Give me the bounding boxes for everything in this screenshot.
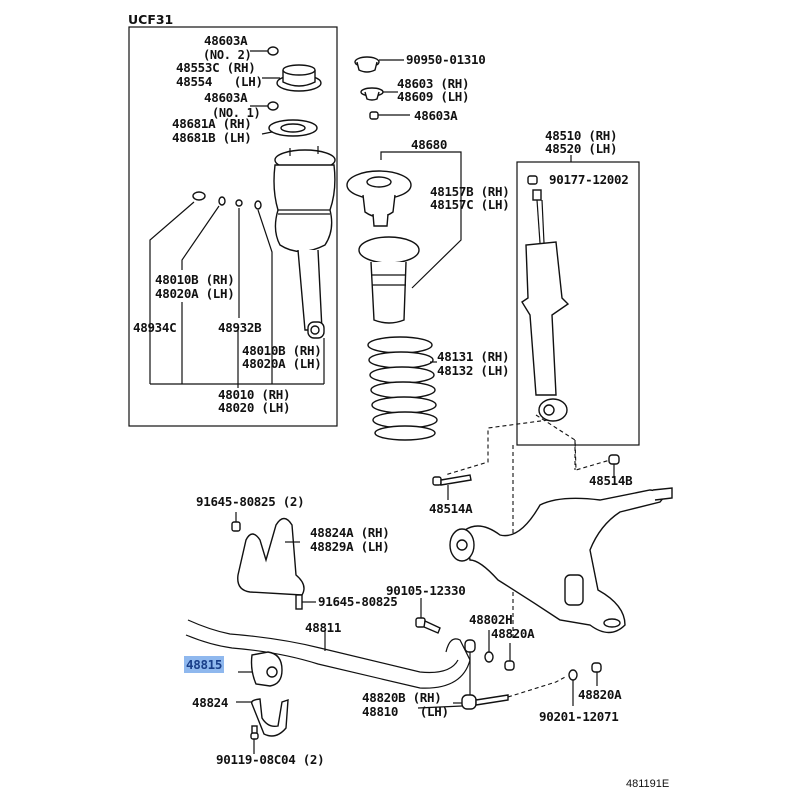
bolt-90105-icon [415,598,441,634]
part-label-48820b[interactable]: 48820B (RH) [362,690,442,705]
nut-48603a-no1-icon [250,101,279,111]
part-label-90201-12071[interactable]: 90201-12071 [539,709,619,724]
bracket-48824-icon [236,698,289,737]
nut-48603a-right-icon [369,111,410,120]
part-label-90950-01310[interactable]: 90950-01310 [406,52,486,67]
part-label-48609[interactable]: 48609 (LH) [397,89,470,104]
bolt-91645-icon [295,594,316,610]
part-label-91645-80825-x2[interactable]: 91645-80825 (2) [196,494,305,509]
part-label-48510[interactable]: 48510 (RH) [545,128,618,143]
washer-48802h-icon [484,630,494,663]
nut-48820a-upper-icon [504,643,515,671]
part-note-no2: (NO. 2) [203,48,252,62]
bump-stopper-icon [358,236,420,324]
part-label-48932b[interactable]: 48932B [218,320,262,335]
nut-48820a-lower-icon [591,662,602,686]
part-label-48802h[interactable]: 48802H [469,612,513,627]
cap-90950-icon [354,56,404,73]
lower-control-arm-icon [449,487,673,634]
stabilizer-link-icon [461,639,509,710]
shock-absorber-group-box [516,161,640,446]
part-label-48520[interactable]: 48520 (LH) [545,141,618,156]
part-label-48934c[interactable]: 48934C [133,320,177,335]
shock-absorber-icon [521,189,570,422]
part-label-48815[interactable]: 48815 [184,656,225,673]
part-label-48020a-upper[interactable]: 48020A (LH) [155,286,235,301]
part-label-48681b[interactable]: 48681B (LH) [172,130,252,145]
part-label-48010b-upper[interactable]: 48010B (RH) [155,272,235,287]
part-label-90105-12330[interactable]: 90105-12330 [386,583,466,598]
highlighted-part-48815[interactable]: 48815 [184,656,225,673]
part-label-90177-12002[interactable]: 90177-12002 [549,172,629,187]
part-label-48514b[interactable]: 48514B [589,473,633,488]
upper-support-icon [262,64,322,92]
model-code: UCF31 [128,12,174,27]
bolt-91645-2-icon [231,512,241,532]
plate-48681-icon [261,119,318,137]
upper-mount-48680-icon [346,170,412,227]
part-label-48603a-no2[interactable]: 48603A [204,33,248,48]
part-label-48157b[interactable]: 48157B (RH) [430,184,510,199]
part-label-48157c[interactable]: 48157C (LH) [430,197,510,212]
bolt-90119-icon [250,725,259,754]
part-label-48131[interactable]: 48131 (RH) [437,349,510,364]
part-label-48680[interactable]: 48680 [411,137,448,152]
bushing-48815-icon [238,651,283,687]
part-label-48603a-no1[interactable]: 48603A [204,90,248,105]
part-label-48010[interactable]: 48010 (RH) [218,387,291,402]
nut-90177-icon [527,175,538,185]
air-spring-group-box [128,26,338,427]
part-label-91645-80825[interactable]: 91645-80825 [318,594,398,609]
part-label-48811[interactable]: 48811 [305,620,342,635]
part-label-48829a[interactable]: 48829A (LH) [310,539,390,554]
part-label-48820a-lower[interactable]: 48820A [578,687,622,702]
bolt-48514a-icon [432,474,472,500]
part-label-48824a[interactable]: 48824A (RH) [310,525,390,540]
part-label-48820a-upper[interactable]: 48820A [491,626,535,641]
part-label-48553c[interactable]: 48553C (RH) [176,60,256,75]
part-label-48020a-lower[interactable]: 48020A (LH) [242,356,322,371]
part-label-48681a[interactable]: 48681A (RH) [172,116,252,131]
part-label-90119-08c04-x2[interactable]: 90119-08C04 (2) [216,752,325,767]
small-seals-icon [192,191,262,210]
nut-48603a-no2-icon [250,46,279,56]
part-label-48132[interactable]: 48132 (LH) [437,363,510,378]
part-label-48603[interactable]: 48603 (RH) [397,76,470,91]
illustration-code: 481191E [626,778,670,790]
part-label-48603a-right[interactable]: 48603A [414,108,458,123]
part-label-48514a[interactable]: 48514A [429,501,473,516]
coil-spring-icon [367,336,438,441]
bracket-48824a-icon [237,517,305,596]
part-label-48010b-lower[interactable]: 48010B (RH) [242,343,322,358]
part-label-48824[interactable]: 48824 [192,695,229,710]
cap-48603-icon [360,87,398,101]
part-note-no1: (NO. 1) [212,106,261,120]
washer-90201-icon [568,669,578,706]
part-label-48020[interactable]: 48020 (LH) [218,400,291,415]
stabilizer-bar-icon [185,619,471,689]
nut-48514b-icon [608,454,620,478]
air-spring-icon [273,146,336,339]
part-label-48554[interactable]: 48554 (LH) [176,74,263,89]
part-label-48810[interactable]: 48810 (LH) [362,704,449,719]
